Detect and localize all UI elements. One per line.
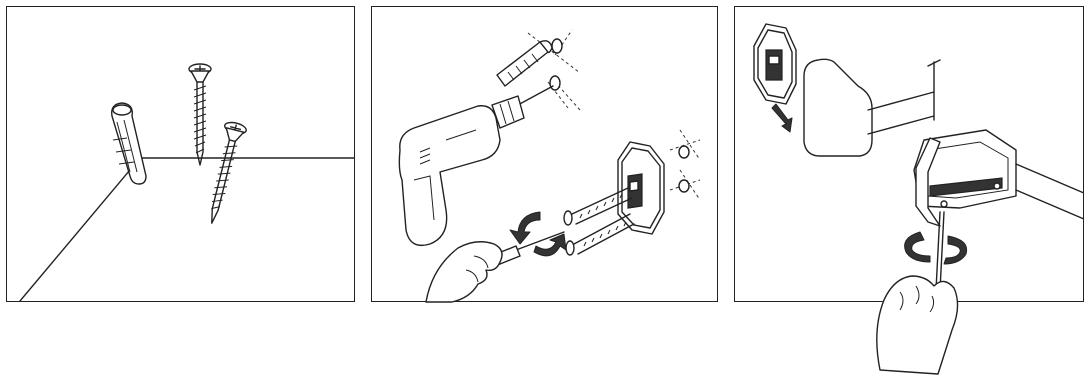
wall-bracket-icon xyxy=(618,142,664,234)
towel-bar-icon xyxy=(804,59,1091,222)
hand-icon xyxy=(426,242,502,302)
wood-screw-icon xyxy=(201,121,247,226)
wall-anchor-icon xyxy=(112,103,146,184)
wall-anchor-icon xyxy=(497,41,552,86)
direction-arrow-icon xyxy=(772,104,792,132)
floor-wall-corner xyxy=(20,158,354,301)
rotate-arrow-icon xyxy=(905,232,967,264)
wood-screw-icon xyxy=(189,64,211,165)
drill-guide-lines xyxy=(528,30,700,200)
mount-plate-icon xyxy=(754,24,796,104)
hand-icon xyxy=(877,276,958,374)
